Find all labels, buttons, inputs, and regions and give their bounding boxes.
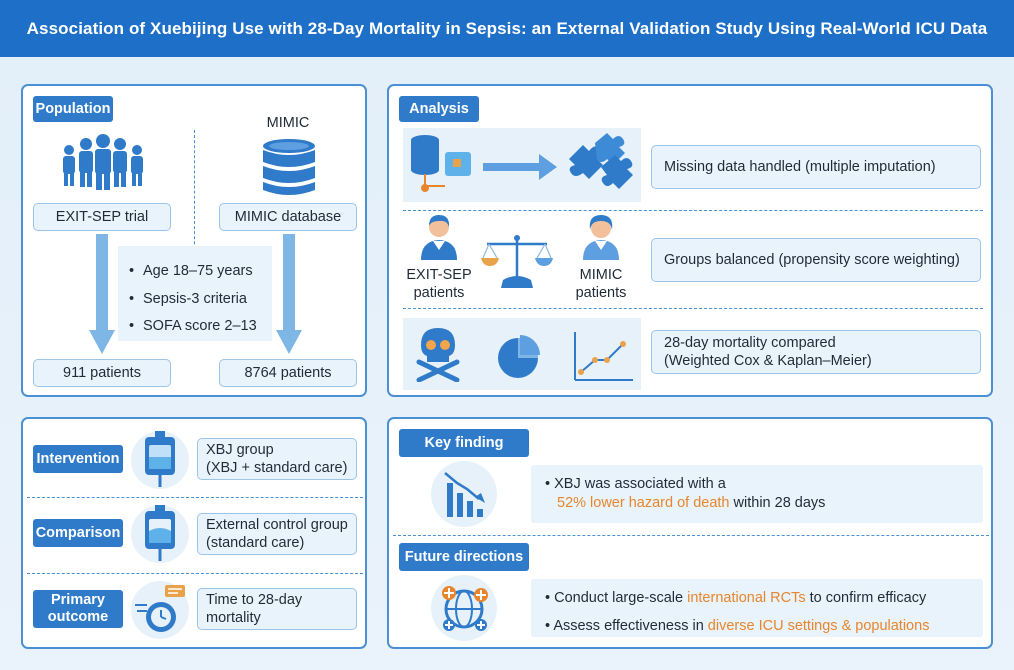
intervention-line1: XBJ group bbox=[206, 442, 274, 458]
right-patient-count: 8764 patients bbox=[219, 359, 357, 387]
globe-plus-icon bbox=[442, 586, 488, 631]
key-finding-text: • XBJ was associated with a 52% lower ha… bbox=[545, 475, 825, 513]
mimic-label: MIMIC bbox=[266, 115, 310, 131]
analysis-divider-2 bbox=[403, 308, 983, 309]
future-box bbox=[531, 579, 983, 637]
mortality-compared-line2: (Weighted Cox & Kaplan–Meier) bbox=[664, 353, 872, 369]
primary-outcome-tag-line2: outcome bbox=[47, 609, 109, 625]
groups-balanced-box: Groups balanced (propensity score weight… bbox=[651, 238, 981, 282]
analysis-panel: Analysis Missing data handled (multiple … bbox=[387, 84, 993, 397]
criterion-sepsis: Sepsis-3 criteria bbox=[129, 286, 257, 314]
comparison-tag: Comparison bbox=[33, 519, 123, 547]
intervention-tag: Intervention bbox=[33, 445, 123, 473]
key-finding-line1: XBJ was associated with a bbox=[554, 476, 726, 492]
balance-scale-icon bbox=[481, 235, 553, 288]
key-finding-line1-row: • XBJ was associated with a bbox=[545, 476, 726, 492]
empty-bag-icon bbox=[145, 505, 175, 561]
declining-chart-icon bbox=[444, 472, 485, 517]
missing-data-box: Missing data handled (multiple imputatio… bbox=[651, 145, 981, 189]
findings-divider bbox=[393, 535, 989, 536]
future-item1-pre: Conduct large-scale bbox=[554, 590, 688, 606]
future-item1-post: to confirm efficacy bbox=[805, 590, 927, 606]
exit-sep-trial-box: EXIT-SEP trial bbox=[33, 203, 171, 231]
intervention-box: XBJ group (XBJ + standard care) bbox=[197, 438, 357, 480]
left-patient-count: 911 patients bbox=[33, 359, 171, 387]
future-item-2: • Assess effectiveness in diverse ICU se… bbox=[545, 617, 930, 634]
future-item-1: • Conduct large-scale international RCTs… bbox=[545, 590, 927, 606]
population-panel: Population MIMIC EXIT-SEP trial MIMIC da… bbox=[21, 84, 367, 397]
data-cylinder-icon bbox=[411, 135, 471, 192]
pico-divider-2 bbox=[27, 573, 363, 574]
primary-outcome-tag: Primary outcome bbox=[33, 590, 123, 628]
right-down-arrow bbox=[276, 234, 302, 354]
primary-outcome-box: Time to 28-day mortality bbox=[197, 588, 357, 630]
comparison-line2: (standard care) bbox=[206, 535, 305, 551]
puzzle-icon bbox=[569, 133, 633, 189]
future-item2-highlight: diverse ICU settings & populations bbox=[707, 617, 930, 634]
comparison-box: External control group (standard care) bbox=[197, 513, 357, 555]
left-down-arrow bbox=[89, 234, 115, 354]
pie-chart-icon bbox=[498, 335, 540, 378]
population-tag: Population bbox=[33, 96, 113, 122]
line-chart-icon bbox=[574, 332, 633, 381]
stopwatch-icon bbox=[135, 585, 185, 632]
mortality-compared-line1: 28-day mortality compared bbox=[664, 335, 836, 351]
key-finding-icon-bg bbox=[431, 461, 497, 527]
key-finding-tag: Key finding bbox=[399, 429, 529, 457]
right-arrow-icon bbox=[483, 154, 557, 180]
criterion-age: Age 18–75 years bbox=[129, 258, 257, 286]
pico-divider-1 bbox=[27, 497, 363, 498]
mimic-patients-label: MIMIC patients bbox=[575, 267, 627, 301]
outcome-line2: mortality bbox=[206, 610, 261, 626]
key-finding-line2-row: 52% lower hazard of death within 28 days bbox=[545, 494, 825, 513]
analysis-tag: Analysis bbox=[399, 96, 479, 122]
key-finding-line2-rest: within 28 days bbox=[729, 495, 826, 511]
future-text: • Conduct large-scale international RCTs… bbox=[545, 585, 929, 640]
key-finding-box bbox=[531, 465, 983, 523]
exit-sep-patients-label: EXIT-SEP patients bbox=[406, 267, 472, 301]
mortality-compared-box: 28-day mortality compared (Weighted Cox … bbox=[651, 330, 981, 374]
criterion-sofa: SOFA score 2–13 bbox=[129, 313, 257, 341]
page-title: Association of Xuebijing Use with 28-Day… bbox=[0, 0, 1014, 57]
iv-bag-icon bbox=[145, 431, 175, 487]
people-group-icon bbox=[63, 134, 143, 190]
pico-panel: Intervention XBJ group (XBJ + standard c… bbox=[21, 417, 367, 649]
findings-panel: Key finding • XBJ was associated with a … bbox=[387, 417, 993, 649]
analysis-divider-1 bbox=[403, 210, 983, 211]
future-directions-tag: Future directions bbox=[399, 543, 529, 571]
population-divider bbox=[194, 130, 195, 310]
comparison-line1: External control group bbox=[206, 517, 348, 533]
mimic-database-box: MIMIC database bbox=[219, 203, 357, 231]
exit-sep-patient-icon bbox=[421, 215, 457, 260]
mimic-patient-icon bbox=[583, 215, 619, 260]
future-item2-pre: Assess effectiveness in bbox=[553, 617, 708, 634]
database-icon bbox=[263, 139, 315, 195]
key-finding-highlight: 52% lower hazard of death bbox=[557, 495, 730, 511]
outcome-line1: Time to 28-day bbox=[206, 592, 303, 608]
skull-crossbones-icon bbox=[416, 328, 460, 382]
future-item1-highlight: international RCTs bbox=[687, 590, 806, 606]
intervention-line2: (XBJ + standard care) bbox=[206, 460, 348, 476]
criteria-list: Age 18–75 years Sepsis-3 criteria SOFA s… bbox=[129, 258, 257, 341]
primary-outcome-tag-line1: Primary bbox=[50, 592, 105, 608]
